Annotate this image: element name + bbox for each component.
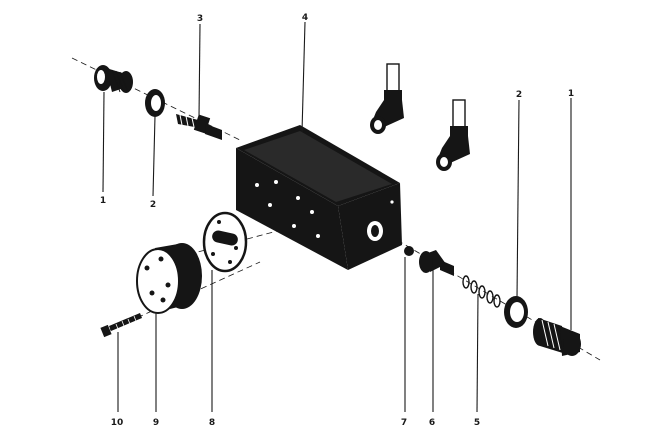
check-ball (404, 246, 414, 256)
callouts: 1 2 3 4 2 1 10 9 8 7 6 5 (100, 13, 574, 428)
callout-3: 3 (197, 14, 203, 24)
callout-8: 8 (209, 418, 215, 428)
cap-screw (100, 313, 142, 338)
plug-fitting-right (533, 318, 581, 356)
callout-5: 5 (474, 418, 480, 428)
callout-2-left: 2 (150, 200, 156, 210)
callout-1-left: 1 (100, 196, 106, 206)
gasket-plate (202, 211, 248, 273)
callout-10: 10 (111, 418, 124, 428)
callout-2-right: 2 (516, 90, 522, 100)
seal-ring-right (504, 296, 528, 328)
callout-6: 6 (429, 418, 435, 428)
end-cap (136, 243, 202, 314)
seal-ring-left (145, 89, 165, 117)
callout-7: 7 (401, 418, 407, 428)
elbow-fitting-upper (370, 63, 404, 134)
callout-1-right: 1 (568, 89, 574, 99)
valve-seat (419, 250, 454, 276)
plug-fitting-left (94, 65, 133, 93)
callout-4: 4 (302, 13, 308, 23)
valve-body-block (236, 125, 402, 270)
threaded-stud (176, 114, 222, 140)
spring (462, 275, 501, 308)
callout-9: 9 (153, 418, 159, 428)
elbow-fitting-lower (436, 99, 470, 171)
leader-lines (102, 21, 572, 413)
